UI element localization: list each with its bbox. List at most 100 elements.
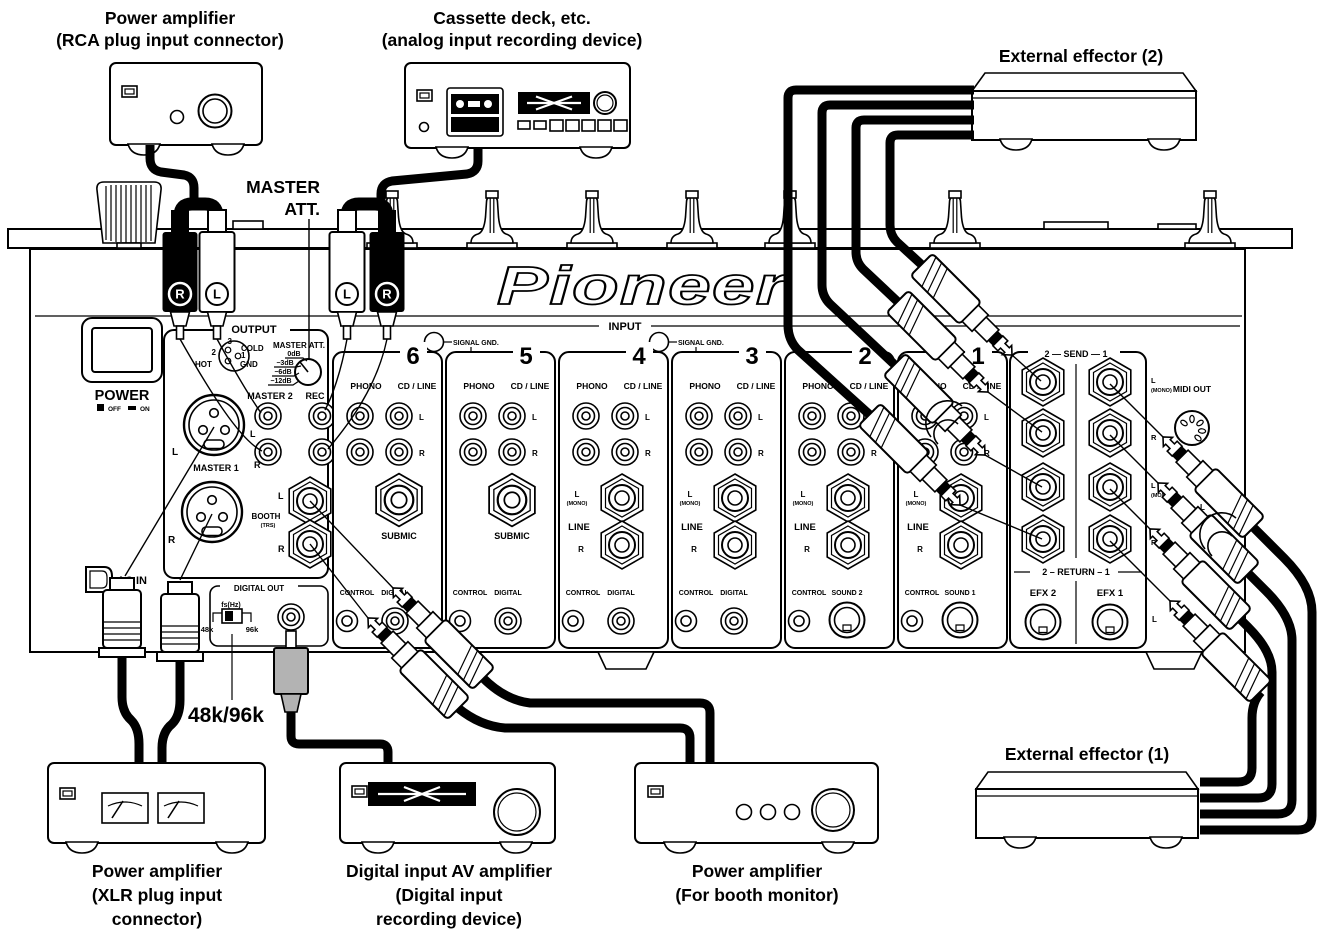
cd-l-jack: [498, 402, 526, 430]
insert-motion-arcs: [1199, 512, 1237, 557]
device-foot: [579, 146, 613, 159]
effector1-cable: [1200, 616, 1277, 803]
rec-rca-plugs: L R: [324, 197, 406, 450]
cd-r-jack: [385, 438, 413, 466]
line-l-letter: L: [575, 490, 580, 499]
l-letter: L: [419, 413, 424, 422]
master2-rca-plugs: R L: [161, 197, 263, 452]
effector1-cable: [1200, 688, 1265, 787]
line-label: LINE: [568, 522, 590, 533]
pin-gnd-label: GND: [240, 360, 258, 369]
control-jack: [561, 609, 585, 633]
cd-l-jack: [724, 402, 752, 430]
sound1-jack: [941, 601, 979, 639]
device-foot: [1147, 138, 1181, 151]
control-label: CONTROL: [905, 590, 940, 597]
deck-rotary-knob: [96, 181, 162, 249]
av-amp-label-1: Digital input AV amplifier: [346, 861, 552, 881]
submic-label: SUBMIC: [494, 531, 530, 541]
digital-coax-plug: [273, 630, 393, 765]
booth-amp-body: [634, 762, 879, 844]
deck-fader-knob: [466, 190, 518, 249]
digital-label: DIGITAL: [494, 590, 522, 597]
booth-amp-label-1: Power amplifier: [692, 861, 823, 881]
channel-number: 1: [971, 343, 984, 370]
efx1-jack: [1091, 603, 1129, 641]
power-label: POWER: [95, 388, 150, 404]
signal-gnd-label: SIGNAL GND.: [678, 340, 724, 347]
power-switch-group: POWER OFF ON: [81, 317, 163, 413]
amp-xlr-body: [47, 762, 266, 844]
master2-l-jack: [254, 402, 282, 430]
cassette-body: [404, 62, 631, 149]
midi-out-jack: [1174, 410, 1210, 446]
plug-l-letter: L: [213, 287, 221, 302]
att-step-12: −12dB: [270, 378, 291, 385]
r-letter: R: [871, 449, 877, 458]
mono-label: (MONO): [906, 501, 927, 507]
amp-xlr-indicator: [59, 787, 76, 800]
cd-r-jack: [611, 438, 639, 466]
pin-hot-label: HOT: [195, 360, 212, 369]
line-label: LINE: [794, 522, 816, 533]
device-foot: [361, 841, 395, 854]
control-jack: [787, 609, 811, 633]
cassette-cable: [376, 148, 483, 206]
phono-r-jack: [459, 438, 487, 466]
cassette-button: [597, 119, 612, 132]
master2-l-letter: L: [250, 429, 256, 439]
effector2-body: [971, 90, 1197, 141]
channel-4: 4 PHONO CD / LINE L R L (MONO) LINE R CO…: [558, 342, 669, 649]
av-amp-indicator: [351, 785, 368, 798]
line-l-letter: L: [914, 490, 919, 499]
mono-label: (MONO): [793, 501, 814, 507]
xlr-pin-diagram: 3 COLD 2 HOT 1 GND: [195, 337, 264, 372]
effector1-cable: [1200, 524, 1317, 835]
av-amp-label-3: recording device): [376, 909, 522, 929]
channel-6: 6 PHONO CD / LINE L R SUBMIC CONTROL DIG…: [332, 342, 443, 649]
booth-amp-device: Power amplifier (For booth monitor): [634, 762, 879, 905]
phono-r-jack: [346, 438, 374, 466]
booth-label: BOOTH: [252, 512, 281, 521]
booth-plugs: [309, 500, 715, 765]
device-foot: [1003, 836, 1037, 849]
channel-3: 3 PHONO CD / LINE L R L (MONO) LINE R CO…: [671, 342, 782, 649]
vu-meter: [101, 792, 149, 824]
l-letter: L: [984, 413, 989, 422]
fs-48k-label: 48k: [201, 625, 214, 634]
master-callout-2: ATT.: [284, 199, 320, 219]
send-r-letter: R: [1151, 433, 1157, 442]
control-label: CONTROL: [566, 590, 601, 597]
midi-out-group: MIDI OUT: [1173, 384, 1212, 446]
r-letter: R: [419, 449, 425, 458]
effector1-cable: [1200, 570, 1297, 819]
cd-r-jack: [724, 438, 752, 466]
insert-motion-arcs: [925, 400, 963, 445]
effector1-body: [975, 788, 1199, 839]
booth-amp-knob: [811, 788, 855, 832]
booth-cable: [479, 674, 715, 765]
amp-rca-body: [109, 62, 263, 146]
channel-5: 5 PHONO CD / LINE L R SUBMIC CONTROL DIG…: [445, 342, 556, 649]
l-letter: L: [532, 413, 537, 422]
master-att-knob: [294, 358, 322, 386]
channel-number: 6: [406, 343, 419, 370]
phono-l-jack: [572, 402, 600, 430]
effector2-top: [970, 72, 1198, 92]
submic-label: SUBMIC: [381, 531, 417, 541]
cd-l-jack: [611, 402, 639, 430]
output-section-title: OUTPUT: [231, 324, 277, 336]
av-amp-device: Digital input AV amplifier (Digital inpu…: [339, 762, 556, 929]
send-l-letter: L: [1151, 376, 1156, 385]
phono-label: PHONO: [463, 381, 495, 391]
fs-label: fs(Hz): [221, 602, 240, 609]
amp-rca-indicator: [121, 85, 138, 98]
effector1-label: External effector (1): [1005, 744, 1169, 764]
digital-jack: [720, 607, 748, 635]
booth-trs-label: (TRS): [261, 523, 276, 529]
power-on-label: ON: [140, 406, 150, 413]
power-amp-xlr-device: Power amplifier (XLR plug input connecto…: [47, 762, 266, 929]
booth-amp-knob-small: [759, 803, 777, 821]
digital-label: DIGITAL: [607, 590, 635, 597]
channel-number: 2: [858, 343, 871, 370]
